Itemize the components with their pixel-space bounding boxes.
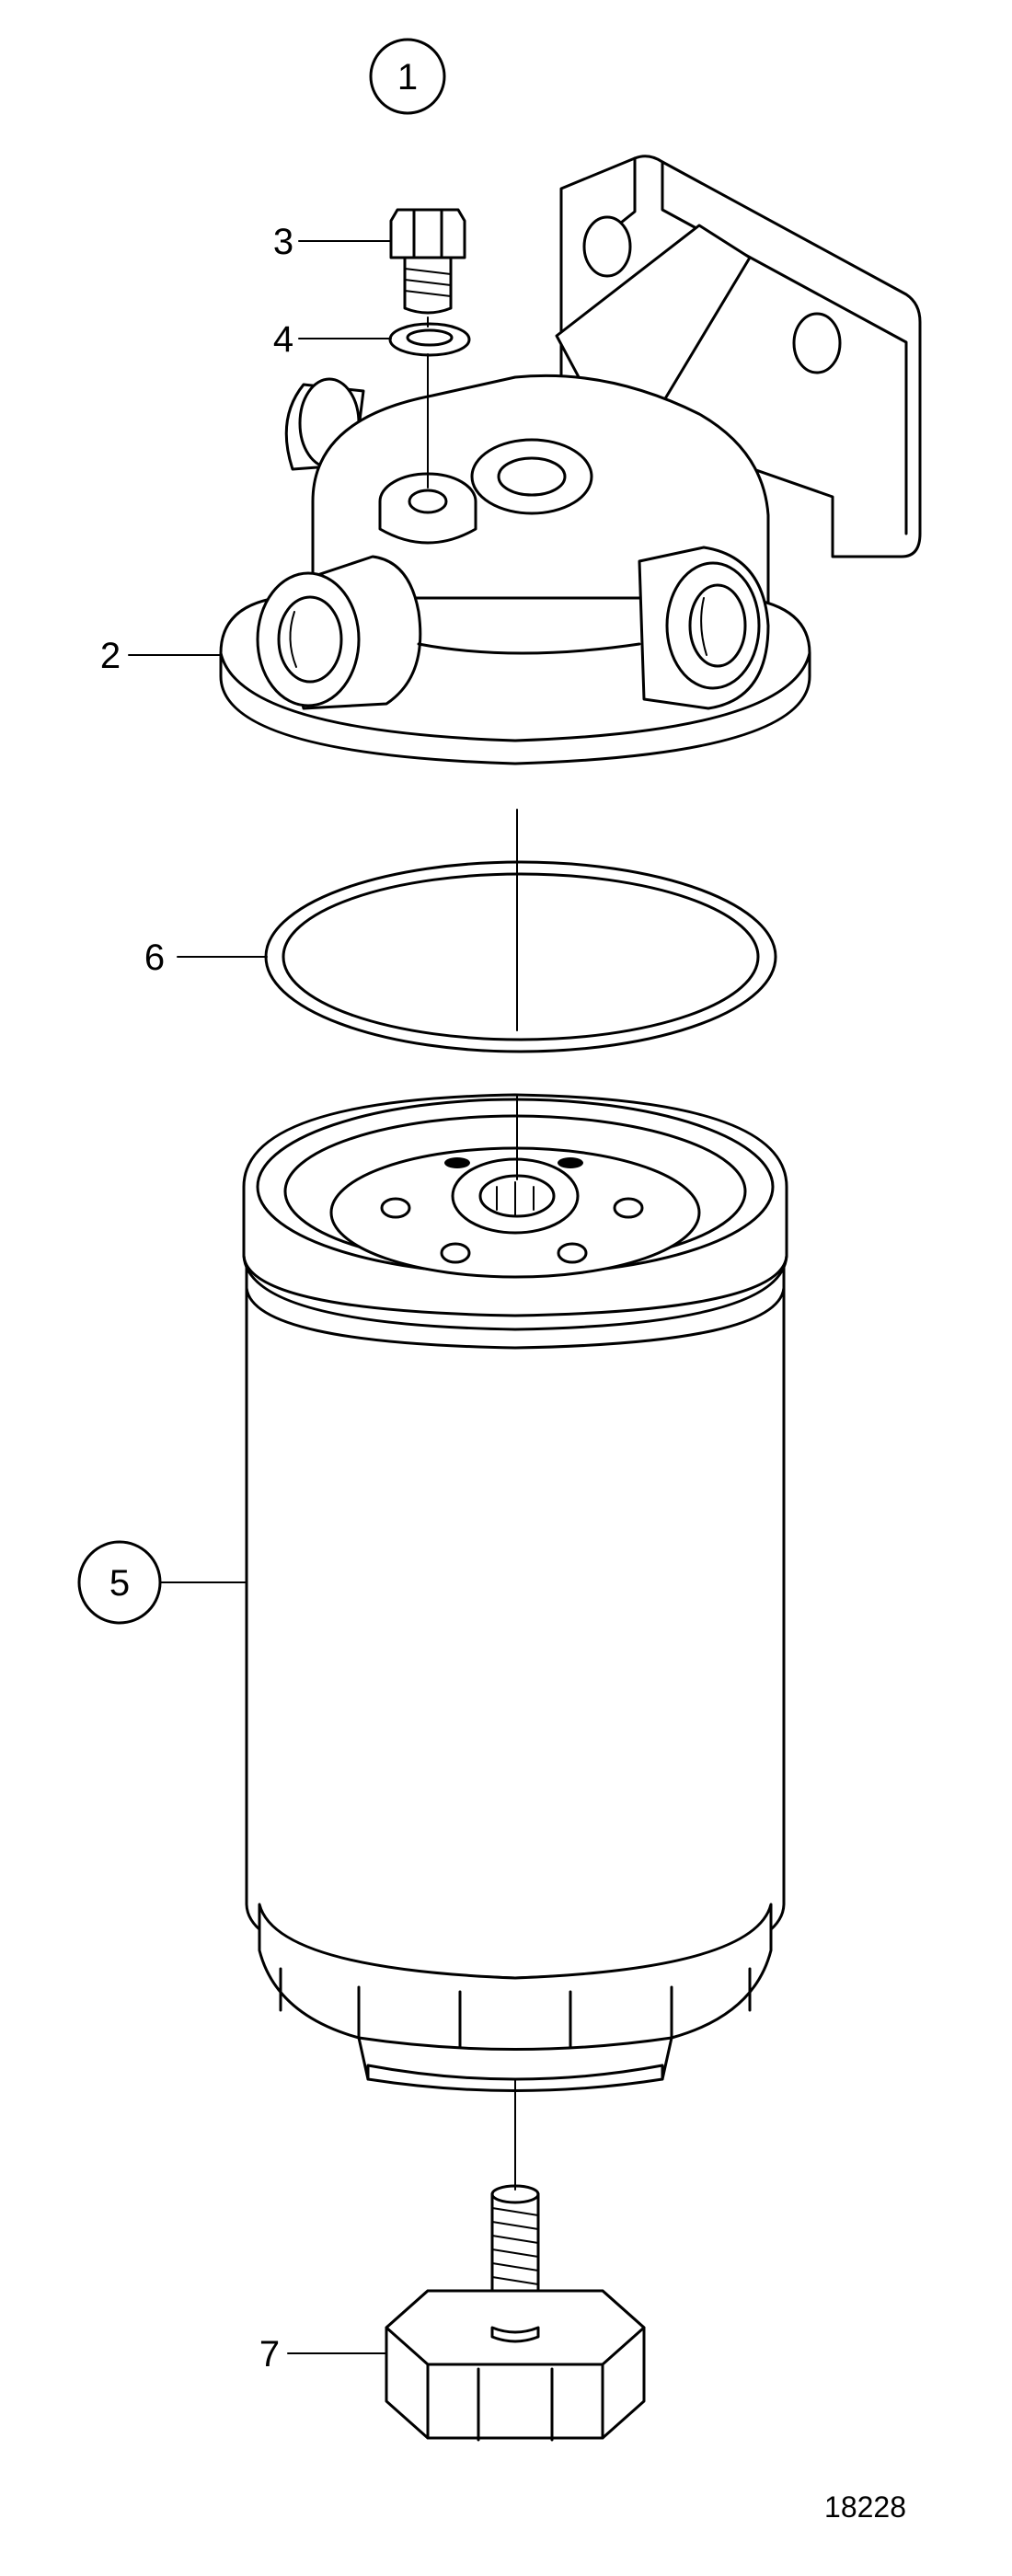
filter-cartridge bbox=[242, 1093, 788, 2092]
callout-6-text: 6 bbox=[144, 937, 165, 978]
callout-7-text: 7 bbox=[259, 2334, 280, 2375]
sealing-washer bbox=[388, 322, 471, 357]
assembly-axis-lines bbox=[427, 316, 518, 2191]
callout-4-text: 4 bbox=[273, 319, 293, 360]
callout-2-text: 2 bbox=[100, 636, 121, 676]
callout-1: 1 bbox=[369, 38, 446, 115]
callout-5: 5 bbox=[77, 1540, 162, 1625]
bracket-hole-right bbox=[792, 312, 842, 374]
drain-plug bbox=[385, 2184, 646, 2442]
vent-plug bbox=[389, 208, 466, 315]
leader-lines bbox=[128, 240, 392, 2354]
drawing-number: 18228 bbox=[824, 2490, 906, 2524]
bracket-hole-left bbox=[582, 215, 632, 278]
o-ring bbox=[264, 860, 777, 1053]
callout-1-text: 1 bbox=[397, 57, 418, 98]
callout-3-text: 3 bbox=[273, 222, 293, 262]
filter-head bbox=[219, 155, 922, 765]
callout-5-text: 5 bbox=[109, 1563, 130, 1604]
